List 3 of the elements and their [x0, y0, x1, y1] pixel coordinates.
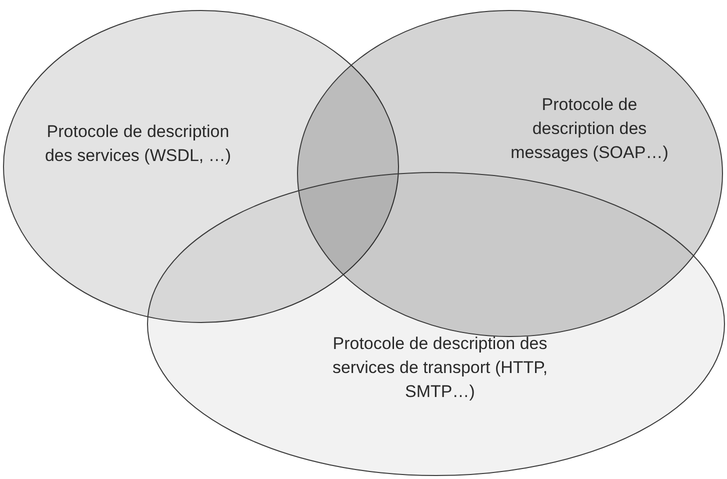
set-label: Protocole de description des services (WSDL, …) [44, 121, 232, 167]
set-label: Protocole de description des services de transport (HTTP, SMTP…) [331, 333, 549, 403]
set-label: Protocole de description des messages (SOAP…) [510, 94, 670, 164]
